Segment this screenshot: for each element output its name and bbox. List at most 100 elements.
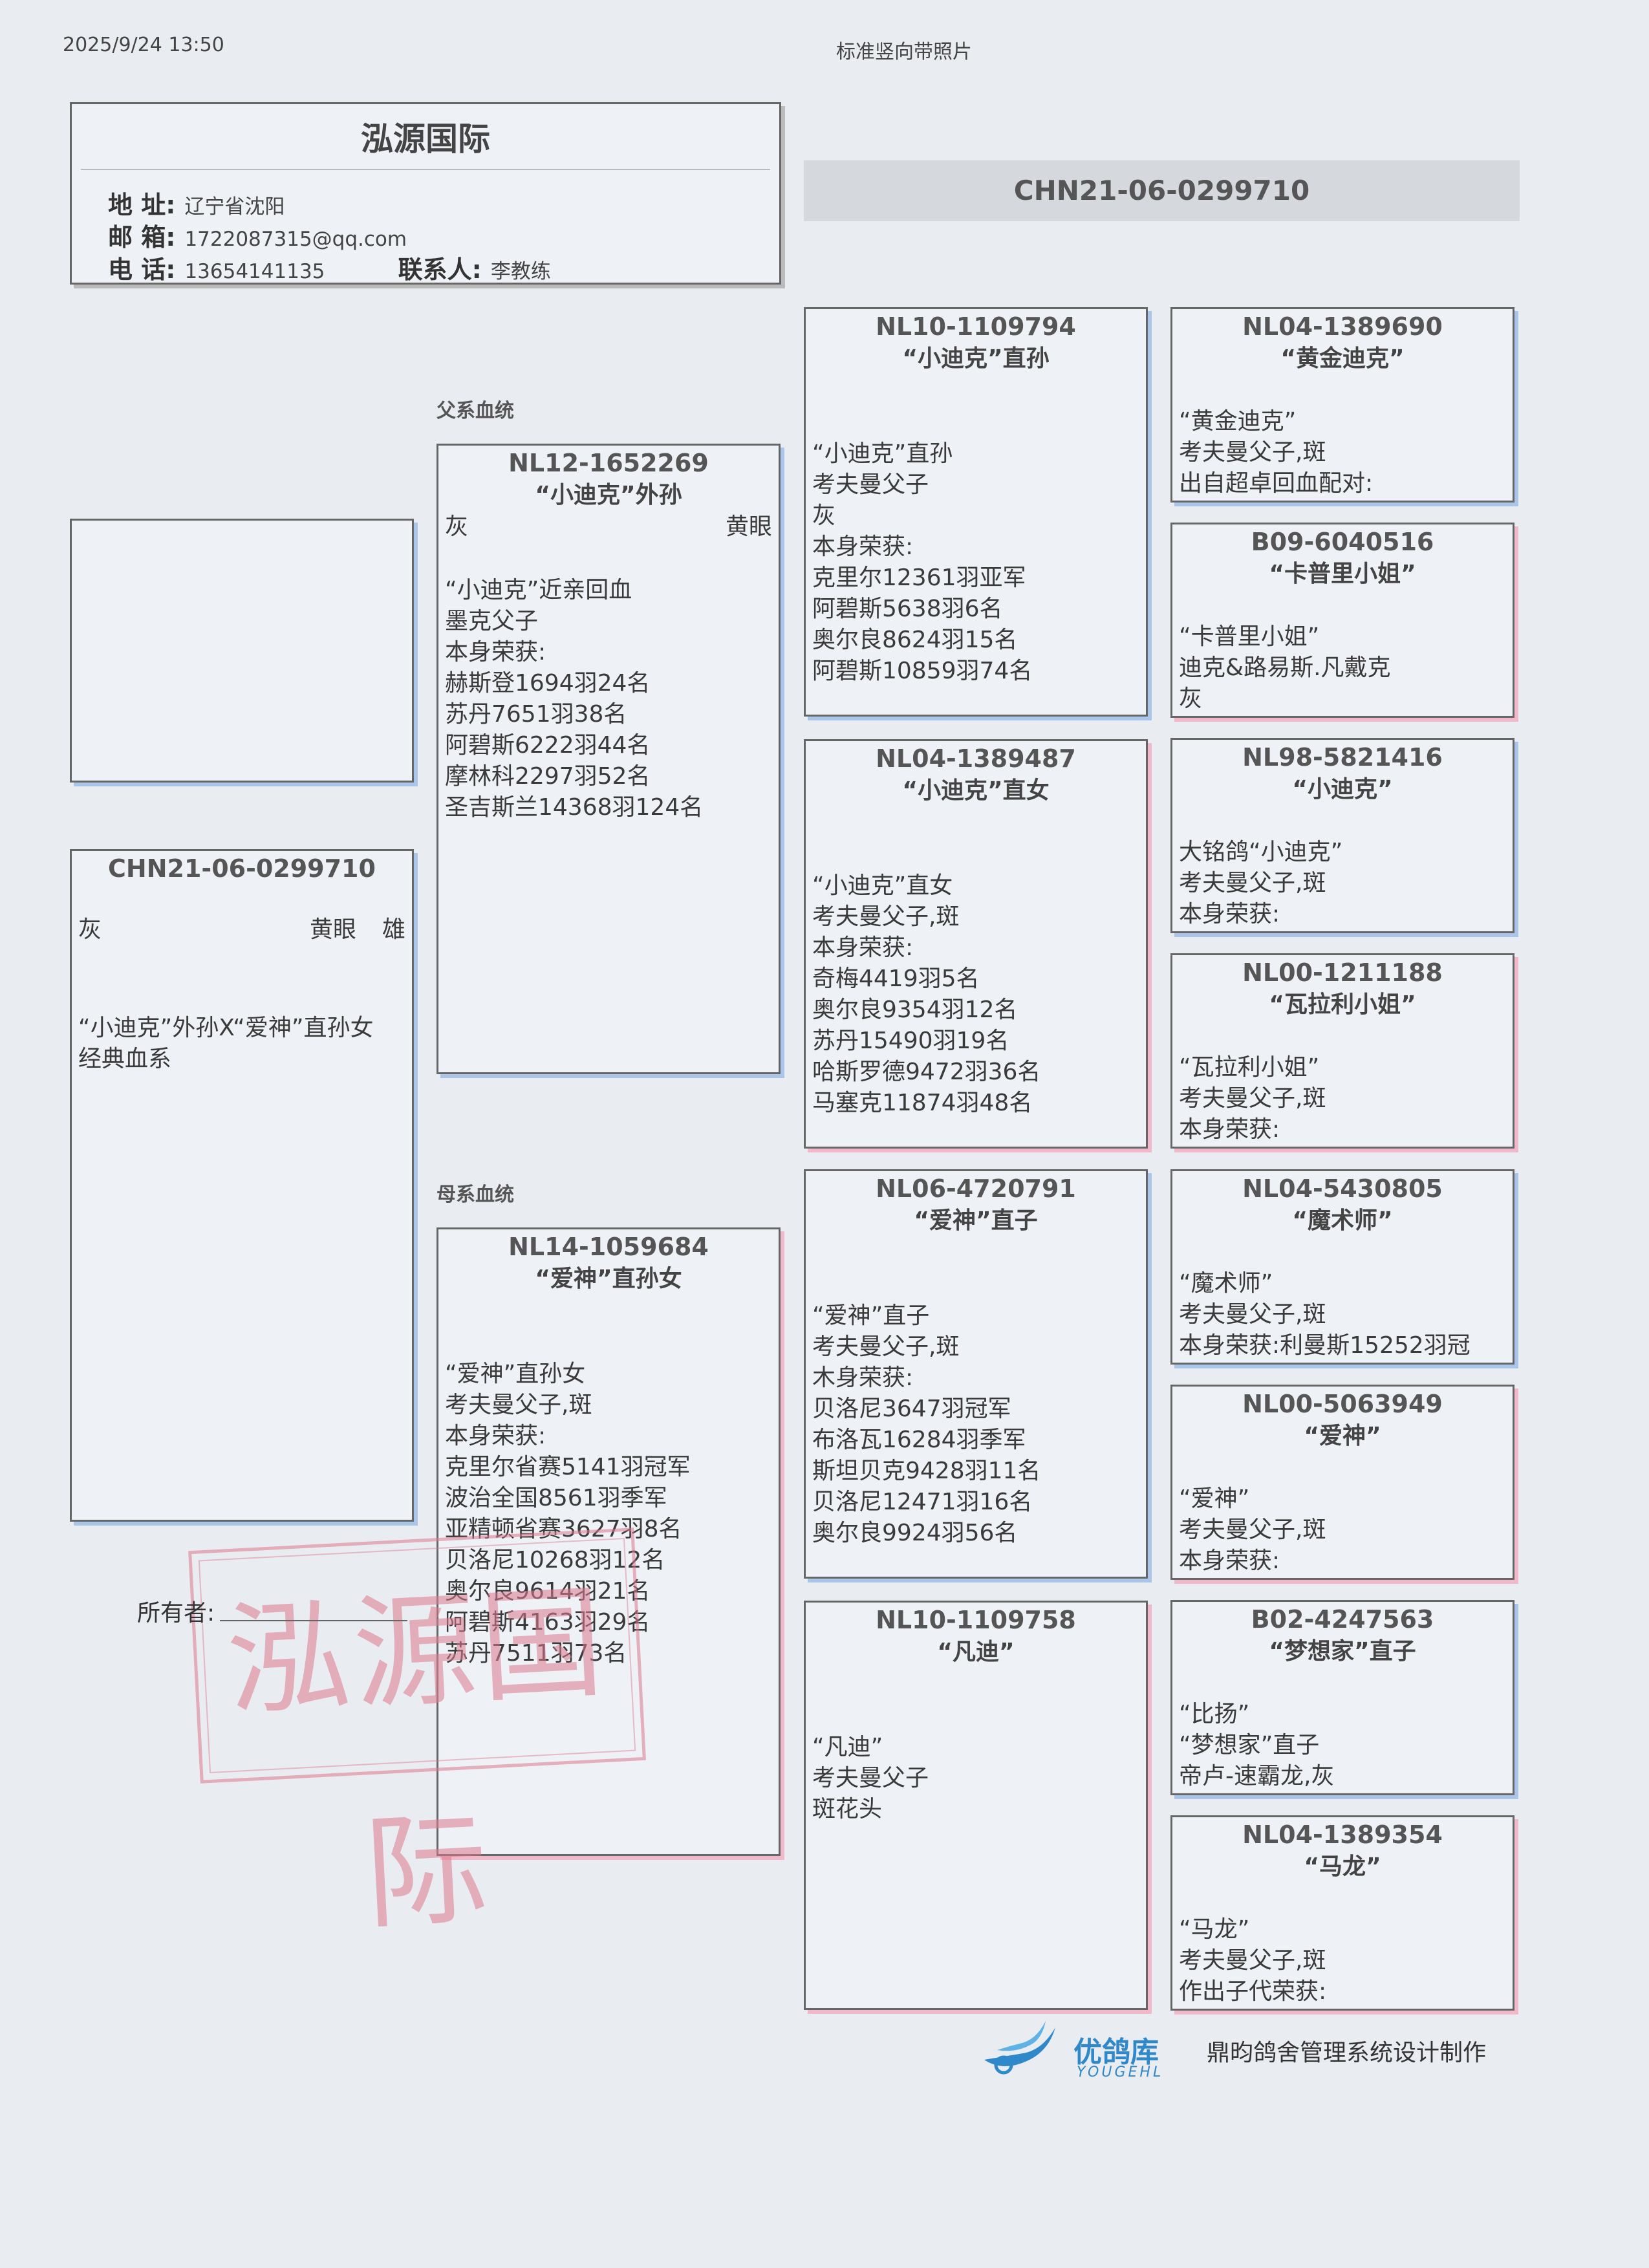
gp-line: 奇梅4419羽5名 <box>812 966 980 992</box>
ggp-line: 出自超卓回血配对: <box>1179 470 1374 497</box>
gp-line: 斯坦贝克9428羽11名 <box>812 1458 1041 1484</box>
email-row: 邮 箱:1722087315@qq.com <box>108 217 407 253</box>
ggp-ring: NL04-5430805 <box>1242 1174 1443 1203</box>
ggp-details: 大铭鸽“小迪克” 考夫曼父子,斑 本身荣获: <box>1179 837 1506 930</box>
sire-line: 阿碧斯6222羽44名 <box>445 732 651 759</box>
ggp-ring: NL00-5063949 <box>1242 1390 1443 1418</box>
gp-line: 本身荣获: <box>812 934 914 961</box>
subject-attributes: 灰 黄眼雄 <box>78 914 405 945</box>
ggp-line: 大铭鸽“小迪克” <box>1179 839 1343 865</box>
ggp-line: “梦想家”直子 <box>1179 1732 1320 1758</box>
gp-details: “爱神”直子 考夫曼父子,斑 木身荣获: 贝洛尼3647羽冠军 布洛瓦16284… <box>812 1301 1139 1549</box>
dam-line: 波治全国8561羽季军 <box>445 1485 667 1511</box>
ggp-line: 本身荣获: <box>1179 1116 1280 1143</box>
ggp-line: 考夫曼父子,斑 <box>1179 870 1326 896</box>
dam-line: 考夫曼父子,斑 <box>445 1392 592 1418</box>
ggp-line: 本身荣获:利曼斯15252羽冠 <box>1179 1332 1471 1359</box>
gp-line: 灰 <box>812 502 836 529</box>
gp-line: “凡迪” <box>812 1734 883 1760</box>
ggp-card-4: NL00-1211188 “瓦拉利小姐” “瓦拉利小姐” 考夫曼父子,斑 本身荣… <box>1170 953 1514 1149</box>
brand-name-en: YOUGEHL <box>1077 2064 1164 2080</box>
subject-sex: 雄 <box>382 916 405 943</box>
ggp-line: 本身荣获: <box>1179 901 1280 927</box>
seal-inner-border <box>198 1537 636 1774</box>
sire-line: 摩林科2297羽52名 <box>445 763 651 790</box>
ggp-line: 灰 <box>1179 686 1203 712</box>
ggp-line: “卡普里小姐” <box>1179 623 1320 650</box>
ggp-details: “比扬” “梦想家”直子 帝卢-速霸龙,灰 <box>1179 1699 1506 1792</box>
ggp-line: 本身荣获: <box>1179 1548 1280 1574</box>
subject-ring: CHN21-06-0299710 <box>108 854 376 883</box>
brand-name: 优鸽库 <box>1073 2036 1159 2069</box>
ggp-details: “马龙” 考夫曼父子,斑 作出子代荣获: <box>1179 1914 1506 2007</box>
dam-card: NL14-1059684 “爱神”直孙女 “爱神”直孙女 考夫曼父子,斑 本身荣… <box>436 1227 781 1856</box>
ggp-ring: NL00-1211188 <box>1242 958 1443 987</box>
gp-line: 奥尔良9924羽56名 <box>812 1520 1018 1546</box>
seal-stamp: 泓源国际 <box>188 1528 646 1947</box>
ggp-line: 作出子代荣获: <box>1179 1978 1327 2005</box>
gp-ring: NL06-4720791 <box>876 1174 1076 1203</box>
gp-details: “小迪克”直女 考夫曼父子,斑 本身荣获: 奇梅4419羽5名 奥尔良9354羽… <box>812 870 1139 1119</box>
gp-ring: NL10-1109758 <box>876 1606 1076 1634</box>
ggp-details: “黄金迪克” 考夫曼父子,斑 出自超卓回血配对: <box>1179 406 1506 499</box>
granddam-maternal-card: NL10-1109758 “凡迪” “凡迪” 考夫曼父子 斑花头 <box>804 1601 1148 2010</box>
sire-line: 圣吉斯兰14368羽124名 <box>445 794 704 821</box>
gp-name: “凡迪” <box>937 1639 1015 1665</box>
ggp-details: “爱神” 考夫曼父子,斑 本身荣获: <box>1179 1484 1506 1577</box>
sire-line: 苏丹7651羽38名 <box>445 701 627 728</box>
gp-line: “小迪克”直女 <box>812 872 953 899</box>
photo-placeholder <box>70 519 414 783</box>
ggp-line: 考夫曼父子,斑 <box>1179 1301 1326 1328</box>
dam-line: 本身荣获: <box>445 1423 546 1449</box>
gp-ring: NL10-1109794 <box>876 312 1076 341</box>
ggp-card-3: NL98-5821416 “小迪克” 大铭鸽“小迪克” 考夫曼父子,斑 本身荣获… <box>1170 738 1514 933</box>
sire-eye: 黄眼 <box>725 513 772 540</box>
ggp-details: “瓦拉利小姐” 考夫曼父子,斑 本身荣获: <box>1179 1052 1506 1145</box>
gp-line: 贝洛尼3647羽冠军 <box>812 1396 1011 1422</box>
gp-line: 马塞克11874羽48名 <box>812 1090 1033 1116</box>
gp-line: 奥尔良8624羽15名 <box>812 627 1018 653</box>
ggp-name: “梦想家”直子 <box>1269 1638 1416 1665</box>
ggp-line: 迪克&路易斯.凡戴克 <box>1179 654 1391 681</box>
ggp-card-2: B09-6040516 “卡普里小姐” “卡普里小姐” 迪克&路易斯.凡戴克 灰 <box>1170 523 1514 718</box>
subject-eye: 黄眼 <box>309 916 356 943</box>
dam-line: “爱神”直孙女 <box>445 1361 586 1387</box>
ggp-details: “魔术师” 考夫曼父子,斑 本身荣获:利曼斯15252羽冠 <box>1179 1268 1506 1361</box>
ggp-ring: NL04-1389354 <box>1242 1820 1443 1849</box>
ggp-name: “马龙” <box>1304 1853 1381 1880</box>
gp-line: 木身荣获: <box>812 1365 914 1391</box>
phone-value: 13654141135 <box>184 260 325 283</box>
ggp-ring: NL98-5821416 <box>1242 743 1443 772</box>
sire-line: 墨克父子 <box>445 608 539 634</box>
dam-ring: NL14-1059684 <box>508 1233 709 1261</box>
email-label: 邮 箱: <box>108 223 176 252</box>
sire-line: “小迪克”近亲回血 <box>445 577 632 603</box>
gp-line: 阿碧斯10859羽74名 <box>812 658 1033 684</box>
subject-notes: “小迪克”外孙X“爱神”直孙女 经典血系 <box>78 1013 405 1075</box>
ggp-card-7: B02-4247563 “梦想家”直子 “比扬” “梦想家”直子 帝卢-速霸龙,… <box>1170 1600 1514 1795</box>
ggp-line: “爱神” <box>1179 1485 1250 1512</box>
ggp-name: “瓦拉利小姐” <box>1269 991 1416 1018</box>
gp-name: “小迪克”直女 <box>902 777 1050 804</box>
brand-logo-icon <box>984 2021 1055 2075</box>
gp-line: 考夫曼父子,斑 <box>812 1334 960 1360</box>
ggp-ring: B02-4247563 <box>1251 1605 1434 1634</box>
ggp-details: “卡普里小姐” 迪克&路易斯.凡戴克 灰 <box>1179 621 1506 715</box>
ggp-line: 考夫曼父子,斑 <box>1179 1947 1326 1974</box>
ggp-line: “比扬” <box>1179 1701 1250 1727</box>
gp-line: “小迪克”直孙 <box>812 440 953 467</box>
phone-label: 电 话: <box>108 255 176 284</box>
gp-ring: NL04-1389487 <box>876 744 1076 773</box>
granddam-paternal-card: NL04-1389487 “小迪克”直女 “小迪克”直女 考夫曼父子,斑 本身荣… <box>804 739 1148 1149</box>
gp-line: 克里尔12361羽亚军 <box>812 565 1026 591</box>
ggp-ring: NL04-1389690 <box>1242 312 1443 341</box>
dam-line: 苏丹7511羽73名 <box>445 1640 627 1667</box>
gp-line: “爱神”直子 <box>812 1302 930 1329</box>
subject-card: CHN21-06-0299710 灰 黄眼雄 “小迪克”外孙X“爱神”直孙女 经… <box>70 849 414 1522</box>
gp-line: 考夫曼父子 <box>812 1765 929 1791</box>
sire-line: 赫斯登1694羽24名 <box>445 670 651 697</box>
gp-line: 斑花头 <box>812 1796 883 1822</box>
dam-line: 亚精顿省赛3627羽8名 <box>445 1516 682 1542</box>
print-datetime: 2025/9/24 13:50 <box>63 34 224 56</box>
ggp-name: “魔术师” <box>1292 1207 1393 1234</box>
